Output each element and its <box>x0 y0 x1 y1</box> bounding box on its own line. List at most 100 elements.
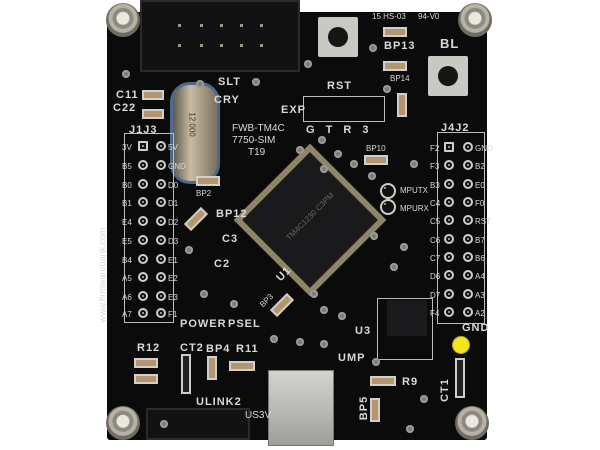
bp4-component <box>207 356 217 380</box>
j4j2-pin-label: GND <box>475 144 493 153</box>
j1j3-pin-label: B5 <box>122 162 132 171</box>
bp2-component <box>196 176 220 186</box>
mpurx-pad[interactable] <box>380 199 396 215</box>
j4j2-outline <box>437 132 485 324</box>
mounting-nut-bottom-right <box>455 406 489 440</box>
j4j2-pin-label: B7 <box>475 236 485 245</box>
exp-header[interactable] <box>303 96 385 122</box>
label-bp2: BP2 <box>196 189 212 198</box>
label-model-line2: 7750-SIM <box>232 135 276 146</box>
label-gnd: GND <box>462 322 490 334</box>
label-website: www.firmwarebank.com <box>97 227 108 323</box>
label-slt: SLT <box>218 76 241 88</box>
jtag-header[interactable] <box>140 0 300 72</box>
label-ulink2: ULINK2 <box>196 396 242 408</box>
usb-uart-chip-u3 <box>387 300 427 336</box>
j4j2-pin-label: C4 <box>430 199 441 208</box>
label-bp4: BP4 <box>206 343 231 355</box>
label-ump: UMP <box>338 352 366 364</box>
j1j3-pin-label: A5 <box>122 274 132 283</box>
bp5-component <box>370 398 380 422</box>
label-c11: C11 <box>116 89 139 101</box>
mounting-nut-bottom-left <box>106 406 140 440</box>
label-bp5: BP5 <box>358 395 371 421</box>
j4j2-pin-label: F3 <box>430 162 440 171</box>
label-exp: EXP <box>281 104 307 116</box>
label-ct1: CT1 <box>438 378 451 402</box>
j1j3-pin-label: A6 <box>122 293 132 302</box>
j1j3-pin-label: B4 <box>122 256 132 265</box>
u3-outline <box>377 298 433 360</box>
label-bp10: BP10 <box>366 144 386 153</box>
bootloader-button[interactable] <box>428 56 468 96</box>
j1j3-pin-label: E1 <box>168 256 178 265</box>
label-r9: R9 <box>402 376 419 388</box>
label-ct2: CT2 <box>180 342 204 354</box>
j1j3-pin-label: F1 <box>168 310 178 319</box>
bp13-component <box>383 27 407 37</box>
label-bl: BL <box>440 36 460 51</box>
j1j3-pin-label: GND <box>168 162 186 171</box>
capacitor-ct2 <box>181 354 191 394</box>
j1j3-pin-label: 5V <box>168 143 178 152</box>
j1j3-pin-label: D3 <box>168 237 179 246</box>
j1j3-title: J1J3 <box>129 124 158 136</box>
j4j2-pin-label: F4 <box>430 309 440 318</box>
label-mfg-code: 15 HS-03 <box>372 12 406 21</box>
j1j3-pin-label: A7 <box>122 310 132 319</box>
resistor-r9 <box>370 376 396 386</box>
j4j2-pin-label: C6 <box>430 236 441 245</box>
j1j3-pin-label: E3 <box>168 293 178 302</box>
label-cry: CRY <box>214 94 240 106</box>
resistor-r11 <box>229 361 255 371</box>
capacitor-ct1 <box>455 358 465 398</box>
gnd-test-loop[interactable] <box>452 336 470 354</box>
mini-usb-connector[interactable] <box>268 370 334 446</box>
j1j3-pin-label: D1 <box>168 199 179 208</box>
label-bp14: BP14 <box>390 74 410 83</box>
crystal-oscillator <box>170 82 220 184</box>
j4j2-pin-label: C5 <box>430 217 441 226</box>
label-u3: U3 <box>355 325 372 337</box>
j1j3-pin-label: D2 <box>168 218 179 227</box>
j4j2-pin-label: F0 <box>475 199 485 208</box>
bp14-component <box>383 61 407 71</box>
ulink2-header[interactable] <box>146 408 250 440</box>
exp-side-component <box>397 93 407 117</box>
j1j3-pin-label: B0 <box>122 181 132 190</box>
j1j3-pin-label: 3V <box>122 143 132 152</box>
j1j3-pin-label: B1 <box>122 199 132 208</box>
label-r11: R11 <box>236 343 259 355</box>
j1j3-pin-label: D0 <box>168 181 179 190</box>
reset-button[interactable] <box>318 17 358 57</box>
j4j2-pin-label: D6 <box>430 272 441 281</box>
j1j3-outline <box>124 133 174 323</box>
mputx-pad[interactable] <box>380 183 396 199</box>
j1j3-pin-label: E2 <box>168 274 178 283</box>
bp10-component <box>364 155 388 165</box>
label-mpurx: MPURX <box>400 204 429 213</box>
crystal-value: 12.000 <box>187 112 197 137</box>
mounting-nut-top-left <box>106 3 140 37</box>
j4j2-pin-label: E0 <box>475 181 485 190</box>
label-revision: T19 <box>248 147 266 158</box>
j4j2-pin-label: A2 <box>475 309 485 318</box>
label-rst: RST <box>327 80 352 92</box>
j4j2-pin-label: F2 <box>430 144 440 153</box>
label-c22: C22 <box>113 102 137 114</box>
label-date-code: 94-V0 <box>418 12 440 21</box>
label-psel: PSEL <box>228 318 261 330</box>
label-bp12: BP12 <box>216 208 248 220</box>
j4j2-pin-label: B2 <box>475 162 485 171</box>
power-led <box>134 374 158 384</box>
capacitor-c11 <box>142 90 164 100</box>
j4j2-pin-label: RST <box>475 217 491 226</box>
j4j2-pin-label: D7 <box>430 291 441 300</box>
label-r12: R12 <box>137 342 161 354</box>
label-power: POWER <box>180 318 227 330</box>
j4j2-pin-label: A3 <box>475 291 485 300</box>
label-bp13: BP13 <box>384 40 416 52</box>
resistor-r12 <box>134 358 158 368</box>
j4j2-title: J4J2 <box>441 122 470 134</box>
j1j3-pin-label: E4 <box>122 218 132 227</box>
